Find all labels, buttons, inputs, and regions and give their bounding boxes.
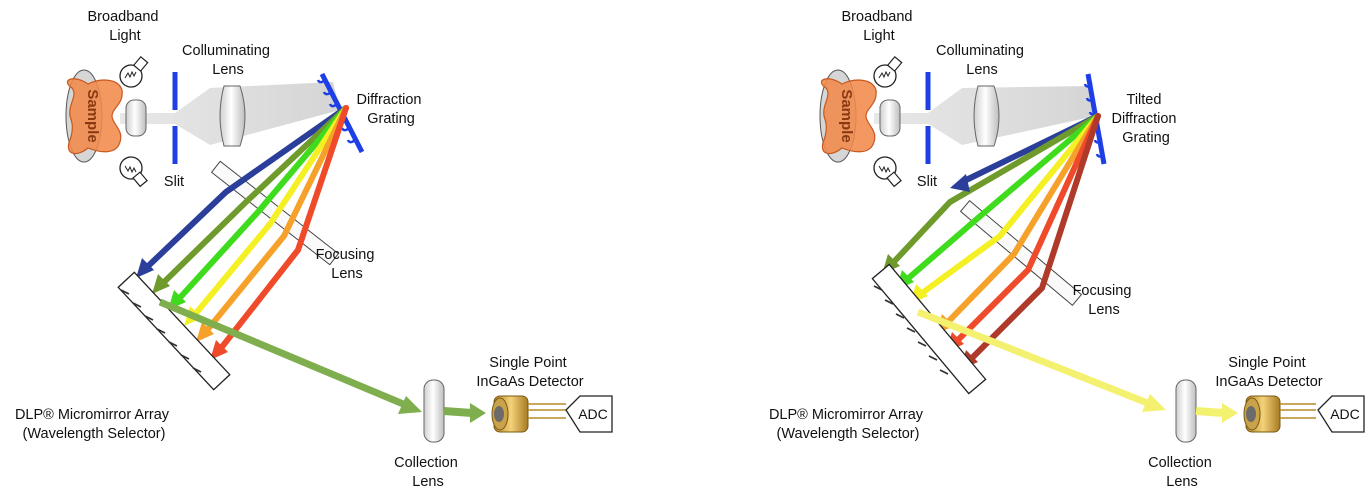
collimating-lens-label: Colluminating Lens [936,43,1028,78]
grating-label: Tilted Diffraction Grating [1111,92,1180,146]
beam-violet [141,105,349,273]
sample-label: Sample [84,89,101,142]
focused-beam [443,407,473,417]
lightbulb-icon [873,55,903,88]
lightbulb-icon [873,156,902,188]
focusing-lens-label: Focusing Lens [316,247,379,282]
slit-label: Slit [917,174,937,190]
beam-yellow [189,105,349,321]
focusing-lens-label: Focusing Lens [1073,283,1136,318]
adc-block: ADC [565,395,613,433]
dispersed-beams [887,113,1101,365]
dmd-micromirror-array [871,263,987,395]
ingaas-detector [1243,395,1316,433]
adc-block: ADC [1317,395,1365,433]
collection-lens-label: Collection Lens [394,455,462,490]
beam-green [901,113,1101,285]
dispersed-beams [141,105,349,355]
sample-shape [66,78,123,155]
detector-label: Single Point InGaAs Detector [1215,355,1322,390]
sample-holder: Sample [819,69,877,163]
panel-standard-grating: Sample [15,9,613,490]
beam-red [951,113,1101,347]
focused-beam [1195,407,1225,417]
detector-label: Single Point InGaAs Detector [476,355,583,390]
dmd-label: DLP® Micromirror Array (Wavelength Selec… [769,407,927,442]
beam-orange [941,113,1101,329]
selected-beam-arrowhead [398,396,422,414]
grating-label: Diffraction Grating [356,92,425,127]
beam-darkred [965,113,1101,365]
beam-yellow [915,113,1101,299]
selected-beam [158,298,410,410]
focusing-lens [959,200,1083,306]
collection-lens-label: Collection Lens [1148,455,1216,490]
adc-label: ADC [578,406,608,422]
sample-shape [820,78,877,155]
collimating-lens [973,85,1000,147]
sample-holder: Sample [65,69,123,163]
sample-label: Sample [838,89,855,142]
broadband-light-label: Broadband Light [842,9,917,44]
focused-beam-arrowhead [1222,403,1238,423]
panel-tilted-grating: Sample [769,9,1365,490]
lightbulb-icon [119,55,149,88]
beam-green-dark [157,105,349,289]
small-lens [125,99,147,137]
beam-green [173,105,349,305]
selected-beam-arrowhead [1142,394,1166,412]
dmd-label: DLP® Micromirror Array (Wavelength Selec… [15,407,173,442]
lightbulb-icon [119,156,148,188]
adc-label: ADC [1330,406,1360,422]
slit-label: Slit [164,174,184,190]
beam-green-dark [887,113,1101,269]
selected-beam [916,308,1152,408]
small-lens [879,99,901,137]
focused-beam-arrowhead [470,403,486,423]
collection-lens [423,379,445,443]
collimating-lens [219,85,246,147]
beam-red [215,105,349,355]
broadband-light-label: Broadband Light [88,9,163,44]
collimating-lens-label: Colluminating Lens [182,43,274,78]
ingaas-detector [491,395,566,433]
dmd-micromirror-array [117,271,231,391]
collection-lens [1175,379,1197,443]
beam-orange [201,105,349,337]
